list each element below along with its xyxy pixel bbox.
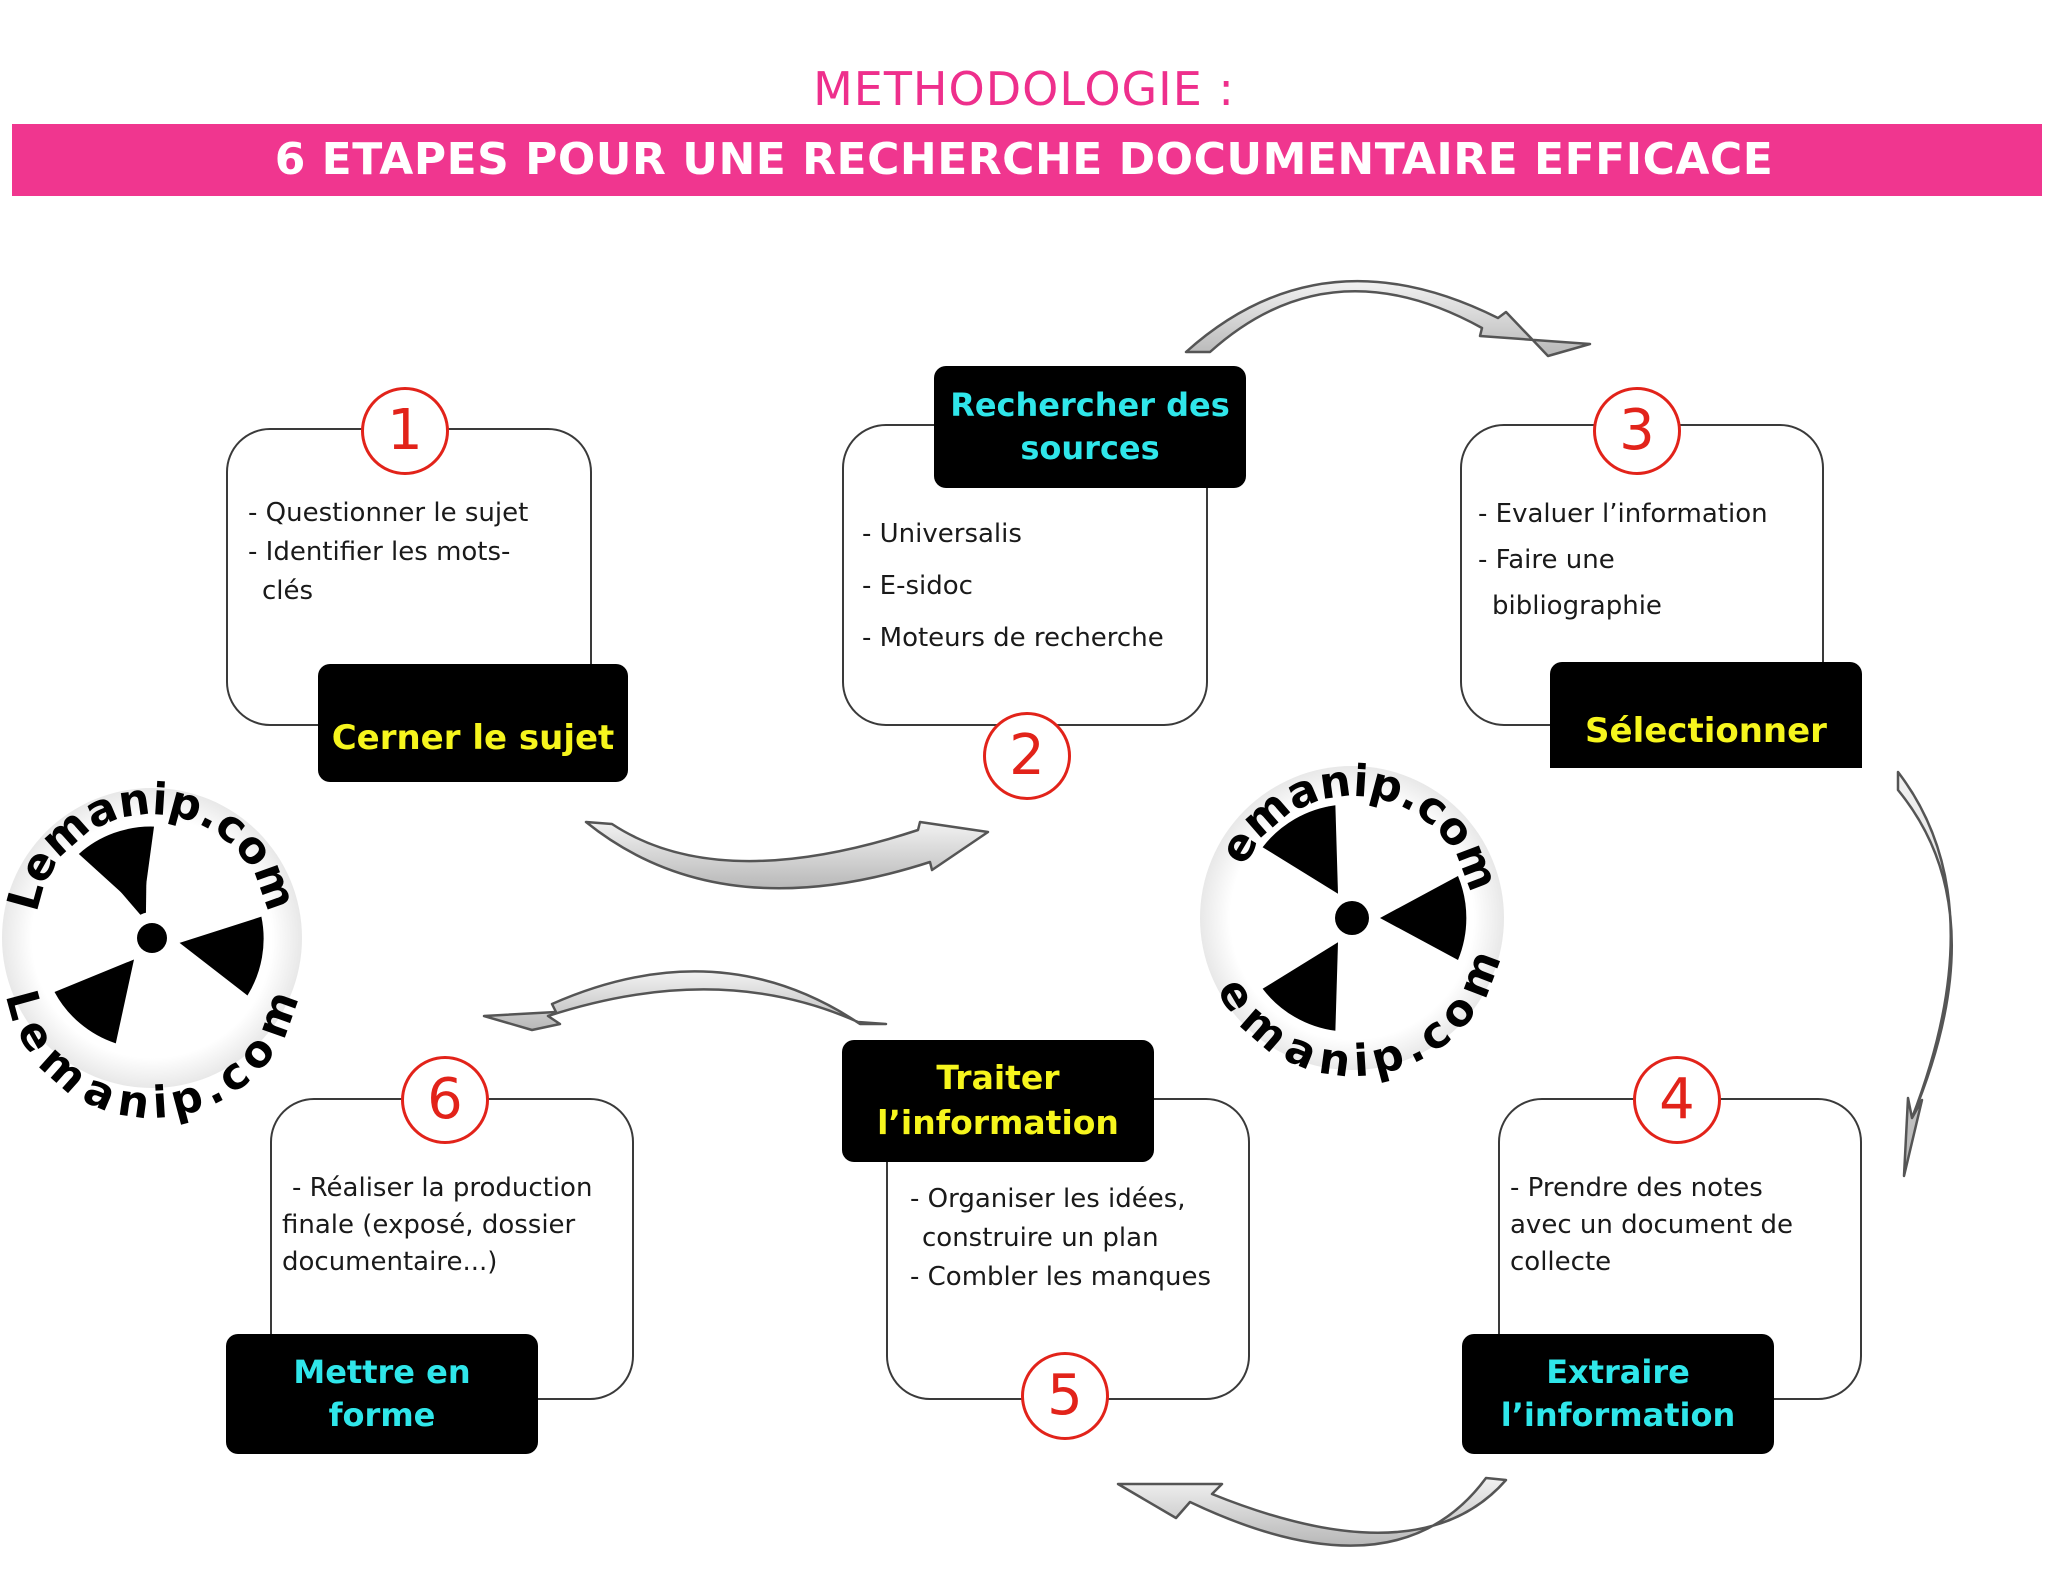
- step-2-number: 2: [983, 712, 1071, 800]
- step-4-item: - Prendre des notes: [1510, 1173, 1763, 1203]
- step-3-number: 3: [1593, 387, 1681, 475]
- arrow-2-to-3: [1184, 279, 1592, 358]
- step-3-item: - Faire une: [1478, 545, 1615, 575]
- step-2-item: - Universalis: [862, 519, 1022, 549]
- title-banner: [12, 124, 2042, 196]
- step-1-item: clés: [262, 576, 314, 606]
- step-2-items: - Universalis - E-sidoc - Moteurs de rec…: [862, 508, 1164, 664]
- step-6-item: finale (exposé, dossier: [282, 1210, 576, 1240]
- arrow-5-to-6: [482, 970, 888, 1032]
- step-5-item: - Organiser les idées,: [910, 1184, 1186, 1214]
- arrow-4-to-5: [1116, 1476, 1508, 1547]
- step-1-item: - Identifier les mots-: [248, 537, 511, 567]
- step-6-label: Mettre en forme: [226, 1334, 538, 1454]
- step-4-label: Extraire l’information: [1462, 1334, 1774, 1454]
- step-2-label: Rechercher des sources: [934, 366, 1246, 488]
- step-5-items: - Organiser les idées, construire un pla…: [910, 1180, 1211, 1297]
- step-5-item: construire un plan: [922, 1223, 1159, 1253]
- step-6-items: - Réaliser la production finale (exposé,…: [282, 1170, 592, 1281]
- step-6-label-line2: forme: [328, 1396, 436, 1434]
- step-2-item: - Moteurs de recherche: [862, 623, 1164, 653]
- step-2-item: - E-sidoc: [862, 571, 973, 601]
- step-6-number: 6: [401, 1056, 489, 1144]
- step-4-item: avec un document de: [1510, 1210, 1794, 1240]
- step-6-item: documentaire...): [282, 1247, 498, 1277]
- step-3-items: - Evaluer l’information - Faire une bibl…: [1478, 494, 1768, 626]
- step-4-number: 4: [1633, 1056, 1721, 1144]
- page-subtitle: 6 ETAPES POUR UNE RECHERCHE DOCUMENTAIRE…: [274, 134, 1774, 185]
- step-6-label-line1: Mettre en: [293, 1352, 471, 1391]
- arrow-1-to-2: [584, 820, 990, 890]
- page-title: METHODOLOGIE :: [813, 62, 1235, 116]
- step-1-number: 1: [361, 387, 449, 475]
- logo-right: [1200, 766, 1504, 1070]
- step-3-item: bibliographie: [1492, 591, 1662, 621]
- step-5-label-line2: l’information: [877, 1103, 1119, 1142]
- step-4-item: collecte: [1510, 1247, 1612, 1277]
- step-5-label: Traiter l’information: [842, 1040, 1154, 1162]
- step-4-items: - Prendre des notes avec un document de …: [1510, 1170, 1793, 1281]
- step-3-label: Sélectionner: [1550, 662, 1862, 768]
- step-5-number: 5: [1021, 1352, 1109, 1440]
- step-2-label-line1: Rechercher des: [950, 385, 1230, 424]
- step-4-label-line2: l’information: [1500, 1396, 1736, 1434]
- step-3-item: - Evaluer l’information: [1478, 499, 1768, 529]
- step-4-label-line1: Extraire: [1546, 1352, 1690, 1391]
- step-5-label-line1: Traiter: [936, 1058, 1060, 1098]
- step-6-item: - Réaliser la production: [292, 1173, 593, 1203]
- svg-text:Lemanip.com: Lemanip.com: [0, 0, 1509, 897]
- arrow-3-to-4: [1896, 770, 1953, 1178]
- logo-left: [2, 788, 302, 1088]
- step-5-item: - Combler les manques: [910, 1262, 1212, 1292]
- logo-right-text-top: Lemanip.com: [0, 0, 1509, 897]
- step-1-item: - Questionner le sujet: [248, 498, 529, 528]
- step-1-label: Cerner le sujet: [318, 664, 628, 782]
- step-2-label-line2: sources: [1020, 429, 1160, 467]
- step-1-items: - Questionner le sujet - Identifier les …: [248, 494, 528, 611]
